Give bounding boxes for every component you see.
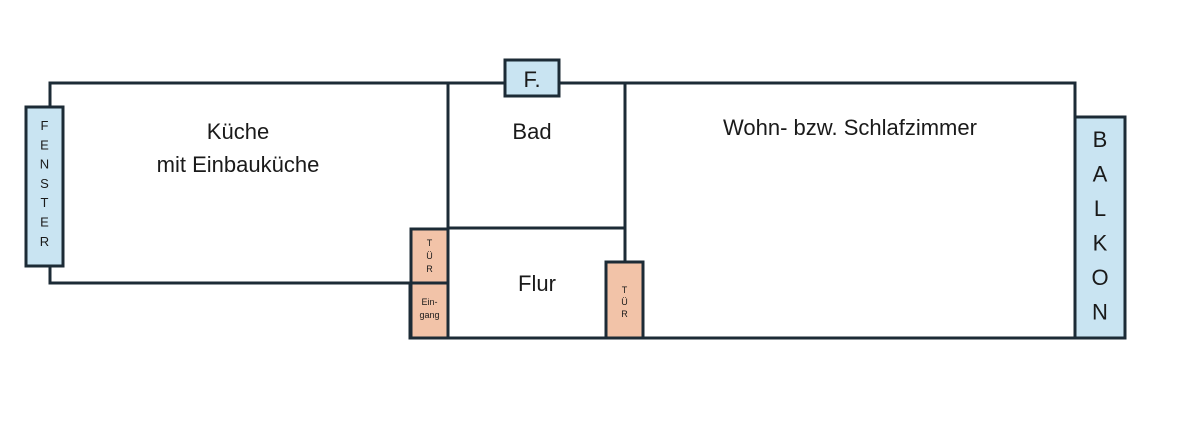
balcony-letter: L bbox=[1094, 196, 1106, 221]
window-left-letter: T bbox=[41, 195, 49, 210]
door-kitchen-label: TÜR bbox=[426, 238, 433, 274]
kitchen-label-line1: Küche bbox=[207, 119, 269, 144]
window-left bbox=[24, 105, 65, 268]
window-left-letter: S bbox=[40, 176, 49, 191]
door-kitchen-letter: Ü bbox=[426, 251, 433, 261]
balcony-letter: O bbox=[1091, 265, 1108, 290]
door-living-letter: R bbox=[621, 309, 628, 319]
window-left-letter: E bbox=[40, 137, 49, 152]
window-left-letter: R bbox=[40, 234, 49, 249]
balcony-letter: K bbox=[1093, 231, 1108, 256]
door-living-label: TÜR bbox=[621, 285, 628, 319]
window-top bbox=[503, 58, 561, 98]
door-kitchen bbox=[409, 227, 450, 285]
living-label: Wohn- bzw. Schlafzimmer bbox=[723, 115, 977, 140]
entrance-door bbox=[409, 281, 450, 340]
balcony bbox=[1073, 115, 1127, 340]
door-kitchen-letter: R bbox=[426, 264, 433, 274]
balcony-letter: A bbox=[1093, 162, 1108, 187]
window-left-letter: N bbox=[40, 157, 49, 172]
window-top-label: F. bbox=[523, 67, 540, 92]
window-left-letter: F bbox=[41, 118, 49, 133]
entrance-letter: gang bbox=[419, 310, 439, 320]
entrance-label: Ein-gang bbox=[419, 297, 439, 320]
hall-label: Flur bbox=[518, 271, 556, 296]
balcony-letter: N bbox=[1092, 300, 1108, 325]
bath-label: Bad bbox=[512, 119, 551, 144]
balcony-letter: B bbox=[1093, 127, 1108, 152]
entrance-letter: Ein- bbox=[421, 297, 437, 307]
door-living-letter: Ü bbox=[621, 297, 628, 307]
door-living-letter: T bbox=[622, 285, 628, 295]
window-left-letter: E bbox=[40, 215, 49, 230]
kitchen-label-line2: mit Einbauküche bbox=[157, 152, 320, 177]
door-kitchen-letter: T bbox=[427, 238, 433, 248]
door-living bbox=[604, 260, 645, 340]
